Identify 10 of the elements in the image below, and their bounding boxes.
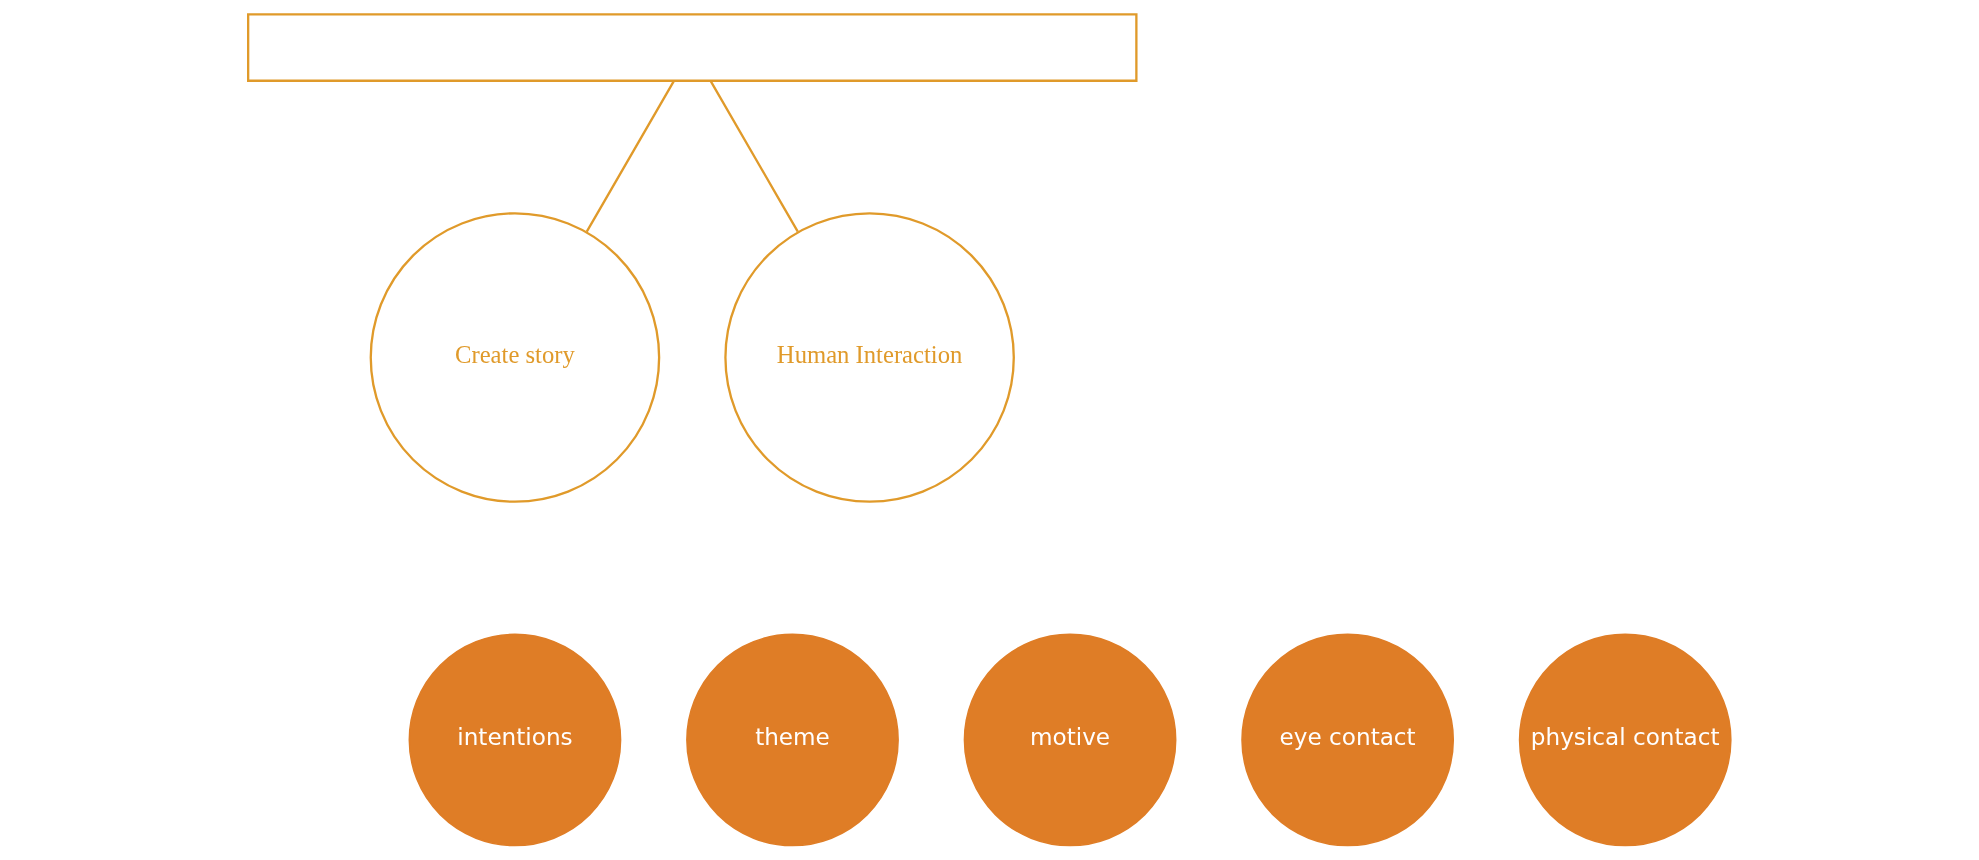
node-circle: theme <box>686 633 899 847</box>
node-circle: motive <box>963 633 1177 847</box>
node-circle: Human Interaction <box>724 212 1015 503</box>
node-circle: Create story <box>369 212 661 503</box>
connector <box>585 80 675 233</box>
connector <box>709 80 799 233</box>
node-box <box>247 13 1138 82</box>
node-circle: physical contact <box>1518 633 1732 847</box>
node-circle: intentions <box>408 633 622 847</box>
node-circle: eye contact <box>1241 633 1455 847</box>
